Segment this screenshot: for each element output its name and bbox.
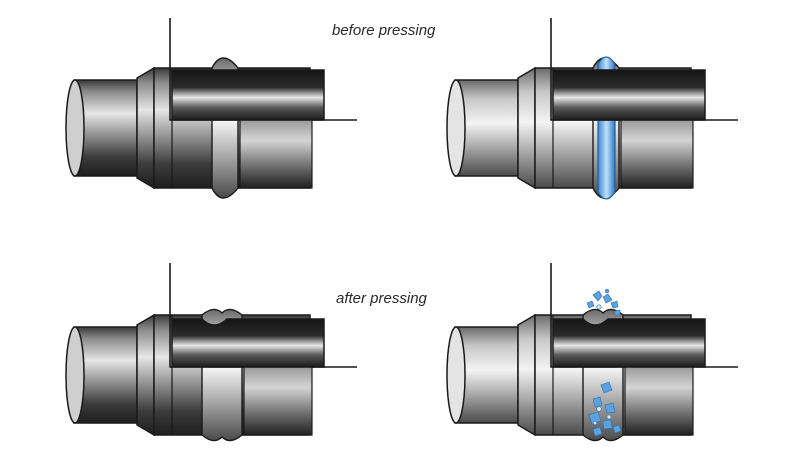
caption-before-pressing: before pressing [332,22,436,39]
sealant-splatter-bottom [588,381,622,437]
panel-after-sealant [446,263,738,442]
reducer-shoulder [136,66,155,190]
pipe-opening [65,79,85,177]
panel-before-plain [65,18,357,199]
caption-after-pressing: after pressing [336,290,427,307]
panel-before-sealant [446,18,738,200]
panel-after-plain [65,263,357,442]
inserted-pipe [171,69,325,121]
section-line [169,18,357,121]
sealant-splatter-top [586,288,621,316]
